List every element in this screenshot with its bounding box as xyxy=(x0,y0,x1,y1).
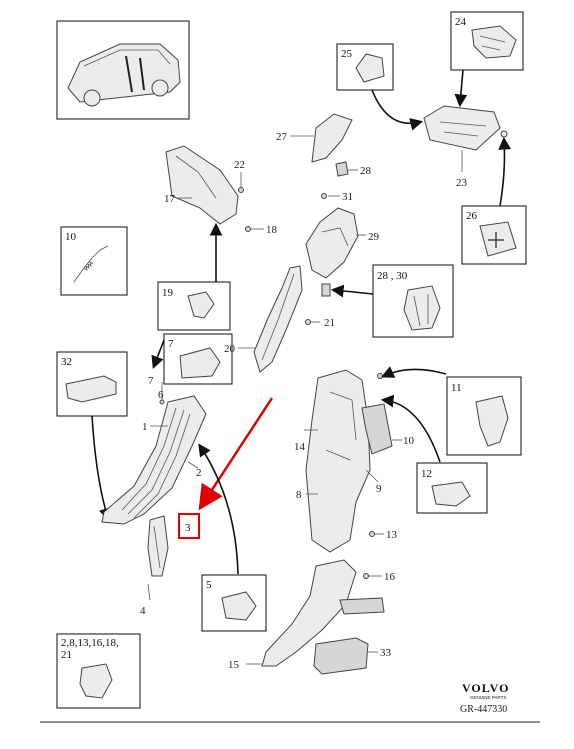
callout-6: 6 xyxy=(158,389,164,401)
box-label-multi-1: 2,8,13,16,18, xyxy=(61,637,119,649)
box-label-11: 11 xyxy=(451,382,462,394)
part-9-b-pillar: 10 14 8 9 13 xyxy=(294,369,415,553)
part-box-11: 11 xyxy=(446,376,522,456)
callout-20: 20 xyxy=(224,343,236,355)
part-box-28-30: 28 , 30 xyxy=(372,264,454,338)
box-label-5: 5 xyxy=(206,579,212,591)
box-label-32: 32 xyxy=(61,356,72,368)
callout-18: 18 xyxy=(266,224,278,236)
box-label-12: 12 xyxy=(421,468,432,480)
part-29-trim: 31 29 xyxy=(305,191,380,297)
box-label-24: 24 xyxy=(455,16,467,28)
part-box-5: 5 xyxy=(201,574,267,632)
part-box-24: 24 xyxy=(450,11,524,71)
callout-8: 8 xyxy=(296,489,302,501)
part-4-clip: 4 xyxy=(140,583,151,617)
callout-17: 17 xyxy=(164,193,176,205)
brand-name: VOLVO xyxy=(462,681,509,695)
part-box-25: 25 xyxy=(336,43,394,91)
callout-21: 21 xyxy=(324,317,335,329)
part-27-cover: 27 28 xyxy=(276,113,372,177)
car-overview-box xyxy=(56,20,190,120)
part-box-10: 10 xyxy=(60,226,128,296)
box-label-multi-2: 21 xyxy=(61,649,72,661)
callout-3: 3 xyxy=(185,522,191,534)
box-label-28-30: 28 , 30 xyxy=(377,270,408,282)
box-label-25: 25 xyxy=(341,48,353,60)
part-box-multi: 2,8,13,16,18, 21 xyxy=(56,633,141,709)
callout-4: 4 xyxy=(140,605,146,617)
callout-16: 16 xyxy=(384,571,396,583)
part-box-7: 7 xyxy=(163,333,233,385)
part-box-19: 19 xyxy=(157,281,231,331)
callout-22: 22 xyxy=(234,159,245,171)
part-33-block: 33 xyxy=(313,637,392,675)
part-15-lower-trim: 16 15 xyxy=(228,559,396,671)
part-box-26: 26 xyxy=(461,205,527,265)
brand-sub: GENUINE PARTS xyxy=(470,695,506,700)
box-label-19: 19 xyxy=(162,287,174,299)
box-label-7: 7 xyxy=(168,338,174,350)
part-3-strip xyxy=(147,515,169,577)
part-1-a-pillar: 1 2 6 7 xyxy=(101,375,207,525)
callout-2: 2 xyxy=(196,467,202,479)
box-label-26: 26 xyxy=(466,210,478,222)
part-20-trim-strip: 20 21 xyxy=(224,265,335,373)
callout-15: 15 xyxy=(228,659,240,671)
brand-block: VOLVO GENUINE PARTS GR-447330 xyxy=(460,681,509,715)
part-17-pillar: 17 22 18 xyxy=(164,145,278,236)
highlight-callout-3: 3 xyxy=(178,397,274,539)
callout-9: 9 xyxy=(376,483,382,495)
callout-1: 1 xyxy=(142,421,148,433)
callout-27: 27 xyxy=(276,131,288,143)
callout-14: 14 xyxy=(294,441,306,453)
diagram-code: GR-447330 xyxy=(460,704,507,715)
callout-13: 13 xyxy=(386,529,398,541)
callout-10b: 10 xyxy=(403,435,415,447)
box-label-10: 10 xyxy=(65,231,77,243)
part-box-32: 32 xyxy=(56,351,128,417)
part-23-bracket: 23 xyxy=(423,105,508,189)
callout-33: 33 xyxy=(380,647,392,659)
callout-29: 29 xyxy=(368,231,380,243)
callout-28: 28 xyxy=(360,165,372,177)
callout-23: 23 xyxy=(456,177,468,189)
callout-7: 7 xyxy=(148,375,154,387)
part-box-12: 12 xyxy=(416,462,488,514)
callout-31: 31 xyxy=(342,191,353,203)
